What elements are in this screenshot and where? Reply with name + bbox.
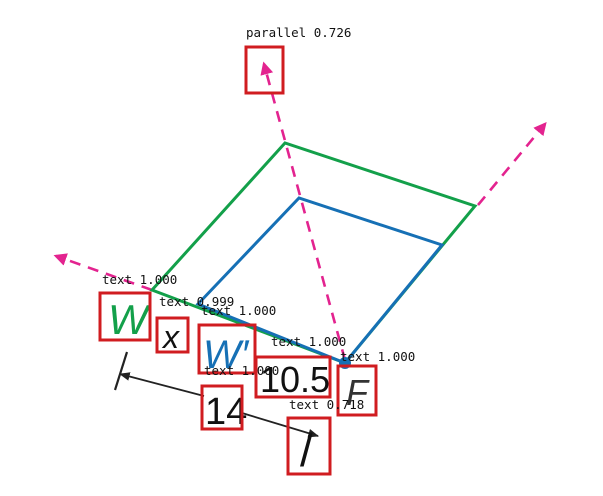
dimension-line-14: [118, 372, 205, 397]
detection-label: text 0.718: [289, 397, 364, 412]
detection-box-w-prime: text 1.000: [197, 303, 276, 375]
label-10-5: 10.5: [260, 359, 330, 400]
label-slash: /: [300, 424, 313, 476]
detection-box-w: text 1.000: [98, 272, 177, 342]
dimension-line-14-right: [241, 412, 320, 438]
detection-label: parallel 0.726: [246, 25, 351, 40]
detection-box-x: text 0.999: [155, 294, 234, 354]
detection-box-14: text 1.000: [200, 363, 279, 431]
detection-box-f: text 1.000: [336, 349, 415, 417]
detection-label: text 1.000: [201, 303, 276, 318]
dimension-tick-left: [113, 351, 129, 391]
detection-box-10-5: text 1.000: [254, 334, 346, 399]
detection-label: text 1.000: [271, 334, 346, 349]
label-w: W: [108, 296, 151, 343]
label-f: F: [346, 372, 370, 413]
detection-box-slash: text 0.718: [286, 397, 364, 476]
detection-box-parallel: parallel 0.726: [244, 25, 351, 95]
axis-arrow-left: [53, 253, 153, 292]
label-x: x: [161, 319, 180, 355]
inner-square: [195, 196, 445, 365]
axis-arrow-up: [260, 61, 347, 361]
detection-label: text 1.000: [102, 272, 177, 287]
axis-arrow-upper-right: [476, 121, 547, 206]
label-14: 14: [205, 391, 247, 433]
detection-label: text 1.000: [340, 349, 415, 364]
detection-label: text 1.000: [204, 363, 279, 378]
detection-label: text 0.999: [159, 294, 234, 309]
label-w-prime: W′: [203, 333, 250, 377]
